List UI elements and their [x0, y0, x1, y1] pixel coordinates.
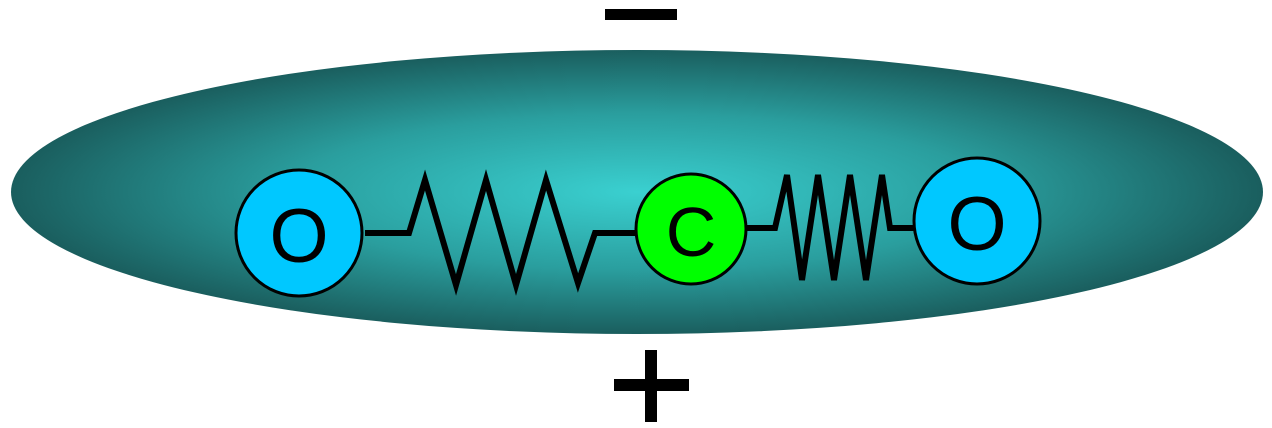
atom-oxygen-left: O	[236, 170, 362, 296]
atom-carbon-center-label: C	[666, 193, 717, 271]
atom-oxygen-right: O	[914, 158, 1040, 284]
atom-carbon-center: C	[636, 174, 746, 284]
positive-charge-sign	[614, 350, 689, 422]
negative-charge-sign	[605, 9, 677, 20]
atom-oxygen-right-label: O	[947, 182, 1006, 267]
electron-cloud	[11, 50, 1263, 334]
atom-oxygen-left-label: O	[269, 194, 328, 279]
